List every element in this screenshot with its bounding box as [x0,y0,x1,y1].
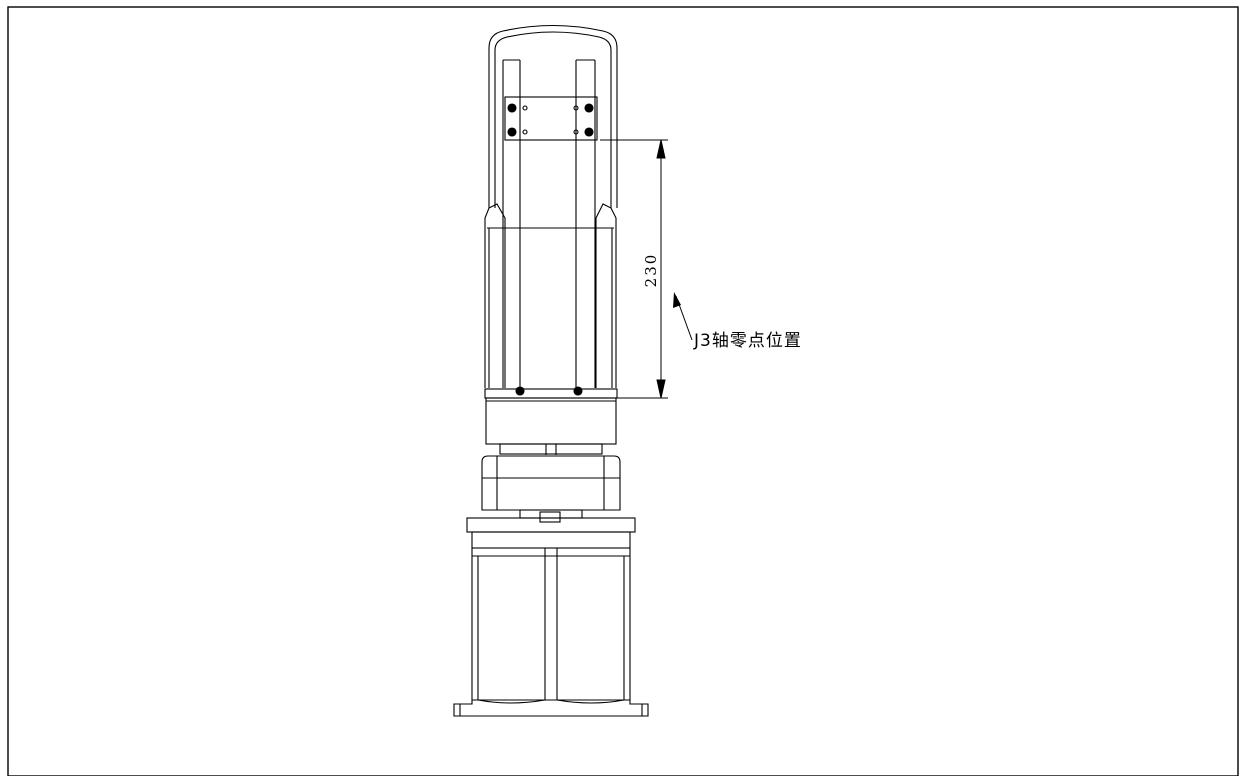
left-rail [502,59,521,388]
right-rail [575,59,596,388]
dimension-230 [600,139,668,399]
base-foot [453,699,649,717]
leader-arrow [673,292,693,341]
mounting-screws [507,103,594,137]
neck-shaft [499,443,603,455]
base-flange-lower [471,531,631,549]
dimension-arrow-bottom [656,379,666,399]
arm-body [484,203,506,388]
joint-band [484,388,618,399]
joint-housing [485,397,617,445]
top-cap-inner [494,31,612,208]
rail-marker-right [573,386,583,396]
rail-marker-left [515,386,525,396]
drawing-frame [7,6,1239,776]
connector-block [519,509,583,519]
lower-joint-housing [481,455,621,511]
dimension-label: 230 [642,253,660,288]
arm-body-right [595,203,617,388]
annotation-label: J3轴零点位置 [693,331,802,351]
mounting-plate [504,96,598,141]
robot-arm-front-view [453,24,649,717]
top-cap [488,24,618,208]
base-column [471,548,631,704]
connector-tab [539,511,561,523]
dimension-arrow-top [656,139,666,159]
base-flange [466,517,636,533]
